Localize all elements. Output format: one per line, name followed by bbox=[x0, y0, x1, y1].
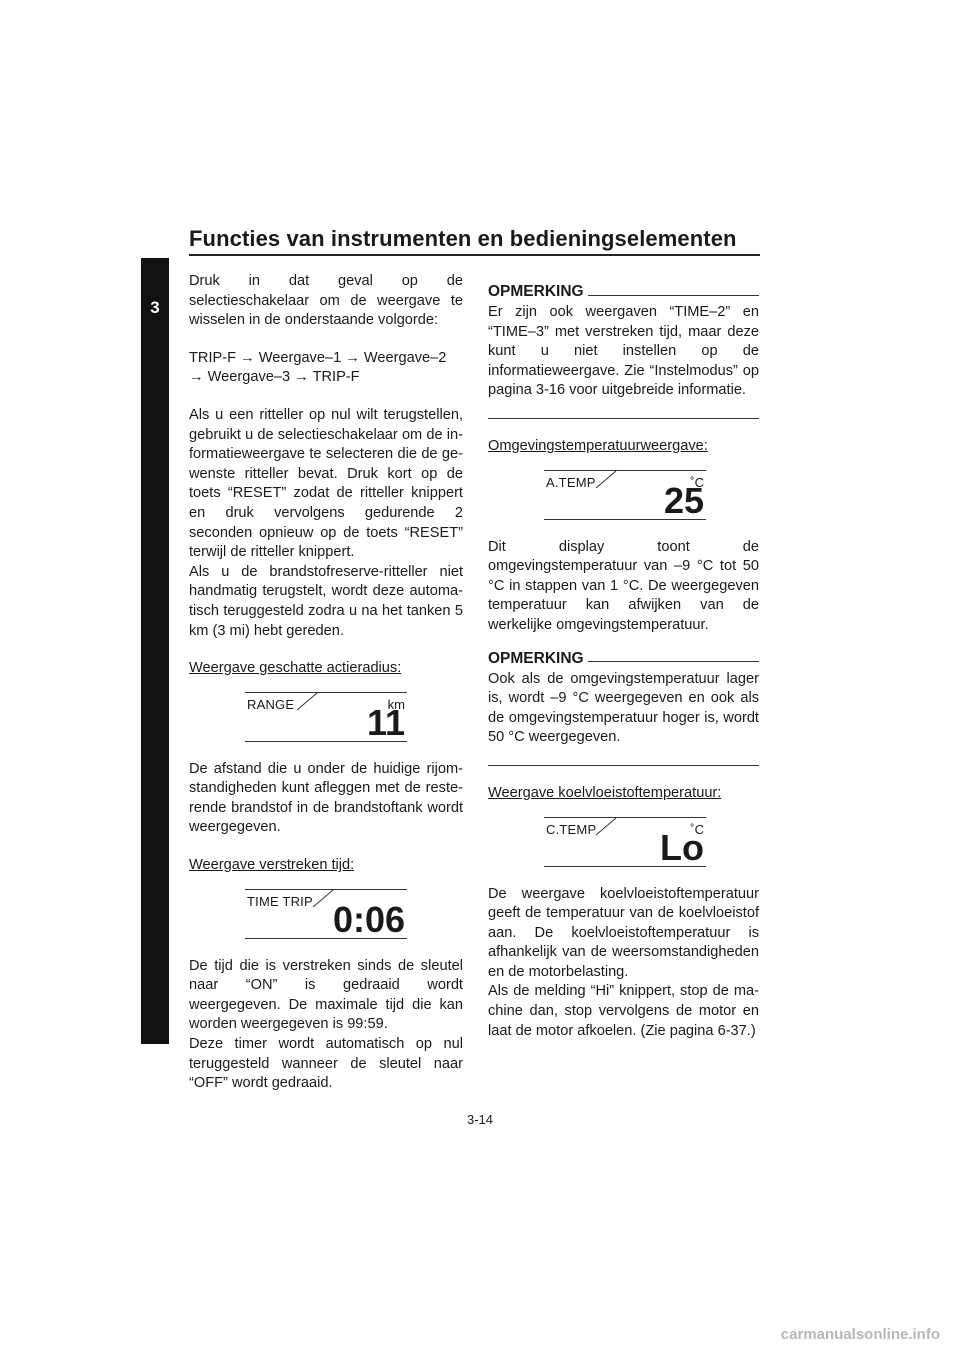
page-title: Functies van instrumenten en bedieningse… bbox=[189, 226, 737, 251]
ambient-temp-value: 25 bbox=[663, 479, 704, 521]
paragraph-reset-trip: Als u een ritteller op nul wilt terugste… bbox=[189, 406, 463, 561]
watermark: carmanualsonline.info bbox=[780, 1326, 940, 1343]
paragraph-coolant-info: De weergave koelvloeistoftemperatuur gee… bbox=[488, 885, 759, 980]
display-slash bbox=[595, 817, 617, 835]
left-column: Druk in dat geval op de selectieschakela… bbox=[189, 272, 463, 1094]
ambient-temp-heading: Omgevingstemperatuurweergave: bbox=[488, 437, 708, 454]
coolant-temp-heading: Weergave koelvloeistoftemperatuur: bbox=[488, 784, 722, 801]
paragraph-elapsed-time: De tijd die is verstreken sinds de sleut… bbox=[189, 957, 463, 1033]
paragraph-range-info: De afstand die u onder de huidige rijom­… bbox=[189, 760, 463, 836]
note-title: OPMERKING bbox=[488, 649, 584, 667]
paragraph-display-order: Druk in dat geval op de selectieschakela… bbox=[189, 273, 463, 329]
note-heading: OPMERKING bbox=[488, 281, 759, 303]
note-heading-rule bbox=[587, 294, 759, 296]
ambient-temp-display: A.TEMP ˚C 25 bbox=[544, 468, 706, 520]
time-value: 0:06 bbox=[332, 898, 405, 940]
note-text: Er zijn ook weergaven “TIME–2” en “TIME–… bbox=[488, 304, 759, 399]
display-slash bbox=[312, 889, 334, 908]
display-top-line bbox=[544, 816, 706, 818]
note-heading: OPMERKING bbox=[488, 648, 759, 670]
chapter-tab bbox=[141, 258, 169, 1044]
display-bottom-line bbox=[544, 518, 706, 520]
paragraph-ambient-range: Dit display toont de omgevingstemperatuu… bbox=[488, 538, 759, 633]
note-end-rule bbox=[488, 417, 759, 419]
range-unit: km bbox=[387, 696, 405, 712]
display-bottom-line bbox=[245, 740, 407, 742]
time-display: TIME TRIP 0:06 bbox=[245, 887, 407, 939]
time-heading: Weergave verstreken tijd: bbox=[189, 857, 355, 874]
range-label: RANGE bbox=[247, 696, 295, 712]
display-top-line bbox=[544, 469, 706, 471]
display-sequence: TRIP-F → Weergave–1 → Weergave–2 → Weerg… bbox=[189, 349, 447, 386]
coolant-temp-unit: ˚C bbox=[690, 821, 704, 837]
title-rule bbox=[189, 254, 760, 256]
display-bottom-line bbox=[544, 865, 706, 867]
chapter-number: 3 bbox=[150, 298, 160, 317]
coolant-temp-label: C.TEMP bbox=[546, 821, 597, 837]
range-heading: Weergave geschatte actieradius: bbox=[189, 660, 402, 677]
page-number: 3-14 bbox=[466, 1112, 494, 1127]
note-text: Ook als de omgevingstemperatuur lager is… bbox=[488, 670, 759, 746]
ambient-temp-label: A.TEMP bbox=[546, 474, 596, 490]
paragraph-fuel-reserve: Als u de brandstofreserve-ritteller niet… bbox=[189, 563, 463, 639]
range-display: RANGE km 11 bbox=[245, 690, 407, 742]
display-bottom-line bbox=[245, 937, 407, 939]
display-top-line bbox=[245, 888, 407, 890]
range-value: 11 bbox=[366, 701, 405, 743]
display-slash bbox=[296, 692, 318, 711]
coolant-temp-value: Lo bbox=[660, 826, 704, 868]
ambient-temp-unit: ˚C bbox=[690, 474, 704, 490]
note-heading-rule bbox=[587, 661, 759, 663]
coolant-temp-display: C.TEMP ˚C Lo bbox=[544, 815, 706, 867]
note-title: OPMERKING bbox=[488, 283, 584, 301]
time-label: TIME TRIP bbox=[247, 893, 313, 909]
display-top-line bbox=[245, 691, 407, 693]
paragraph-coolant-warning: Als de melding “Hi” knippert, stop de ma… bbox=[488, 983, 759, 1039]
paragraph-timer-reset: Deze timer wordt automatisch op nul teru… bbox=[189, 1036, 463, 1092]
note-end-rule bbox=[488, 764, 759, 766]
right-column: OPMERKING Er zijn ook weergaven “TIME–2”… bbox=[488, 281, 759, 1041]
display-slash bbox=[595, 470, 617, 488]
